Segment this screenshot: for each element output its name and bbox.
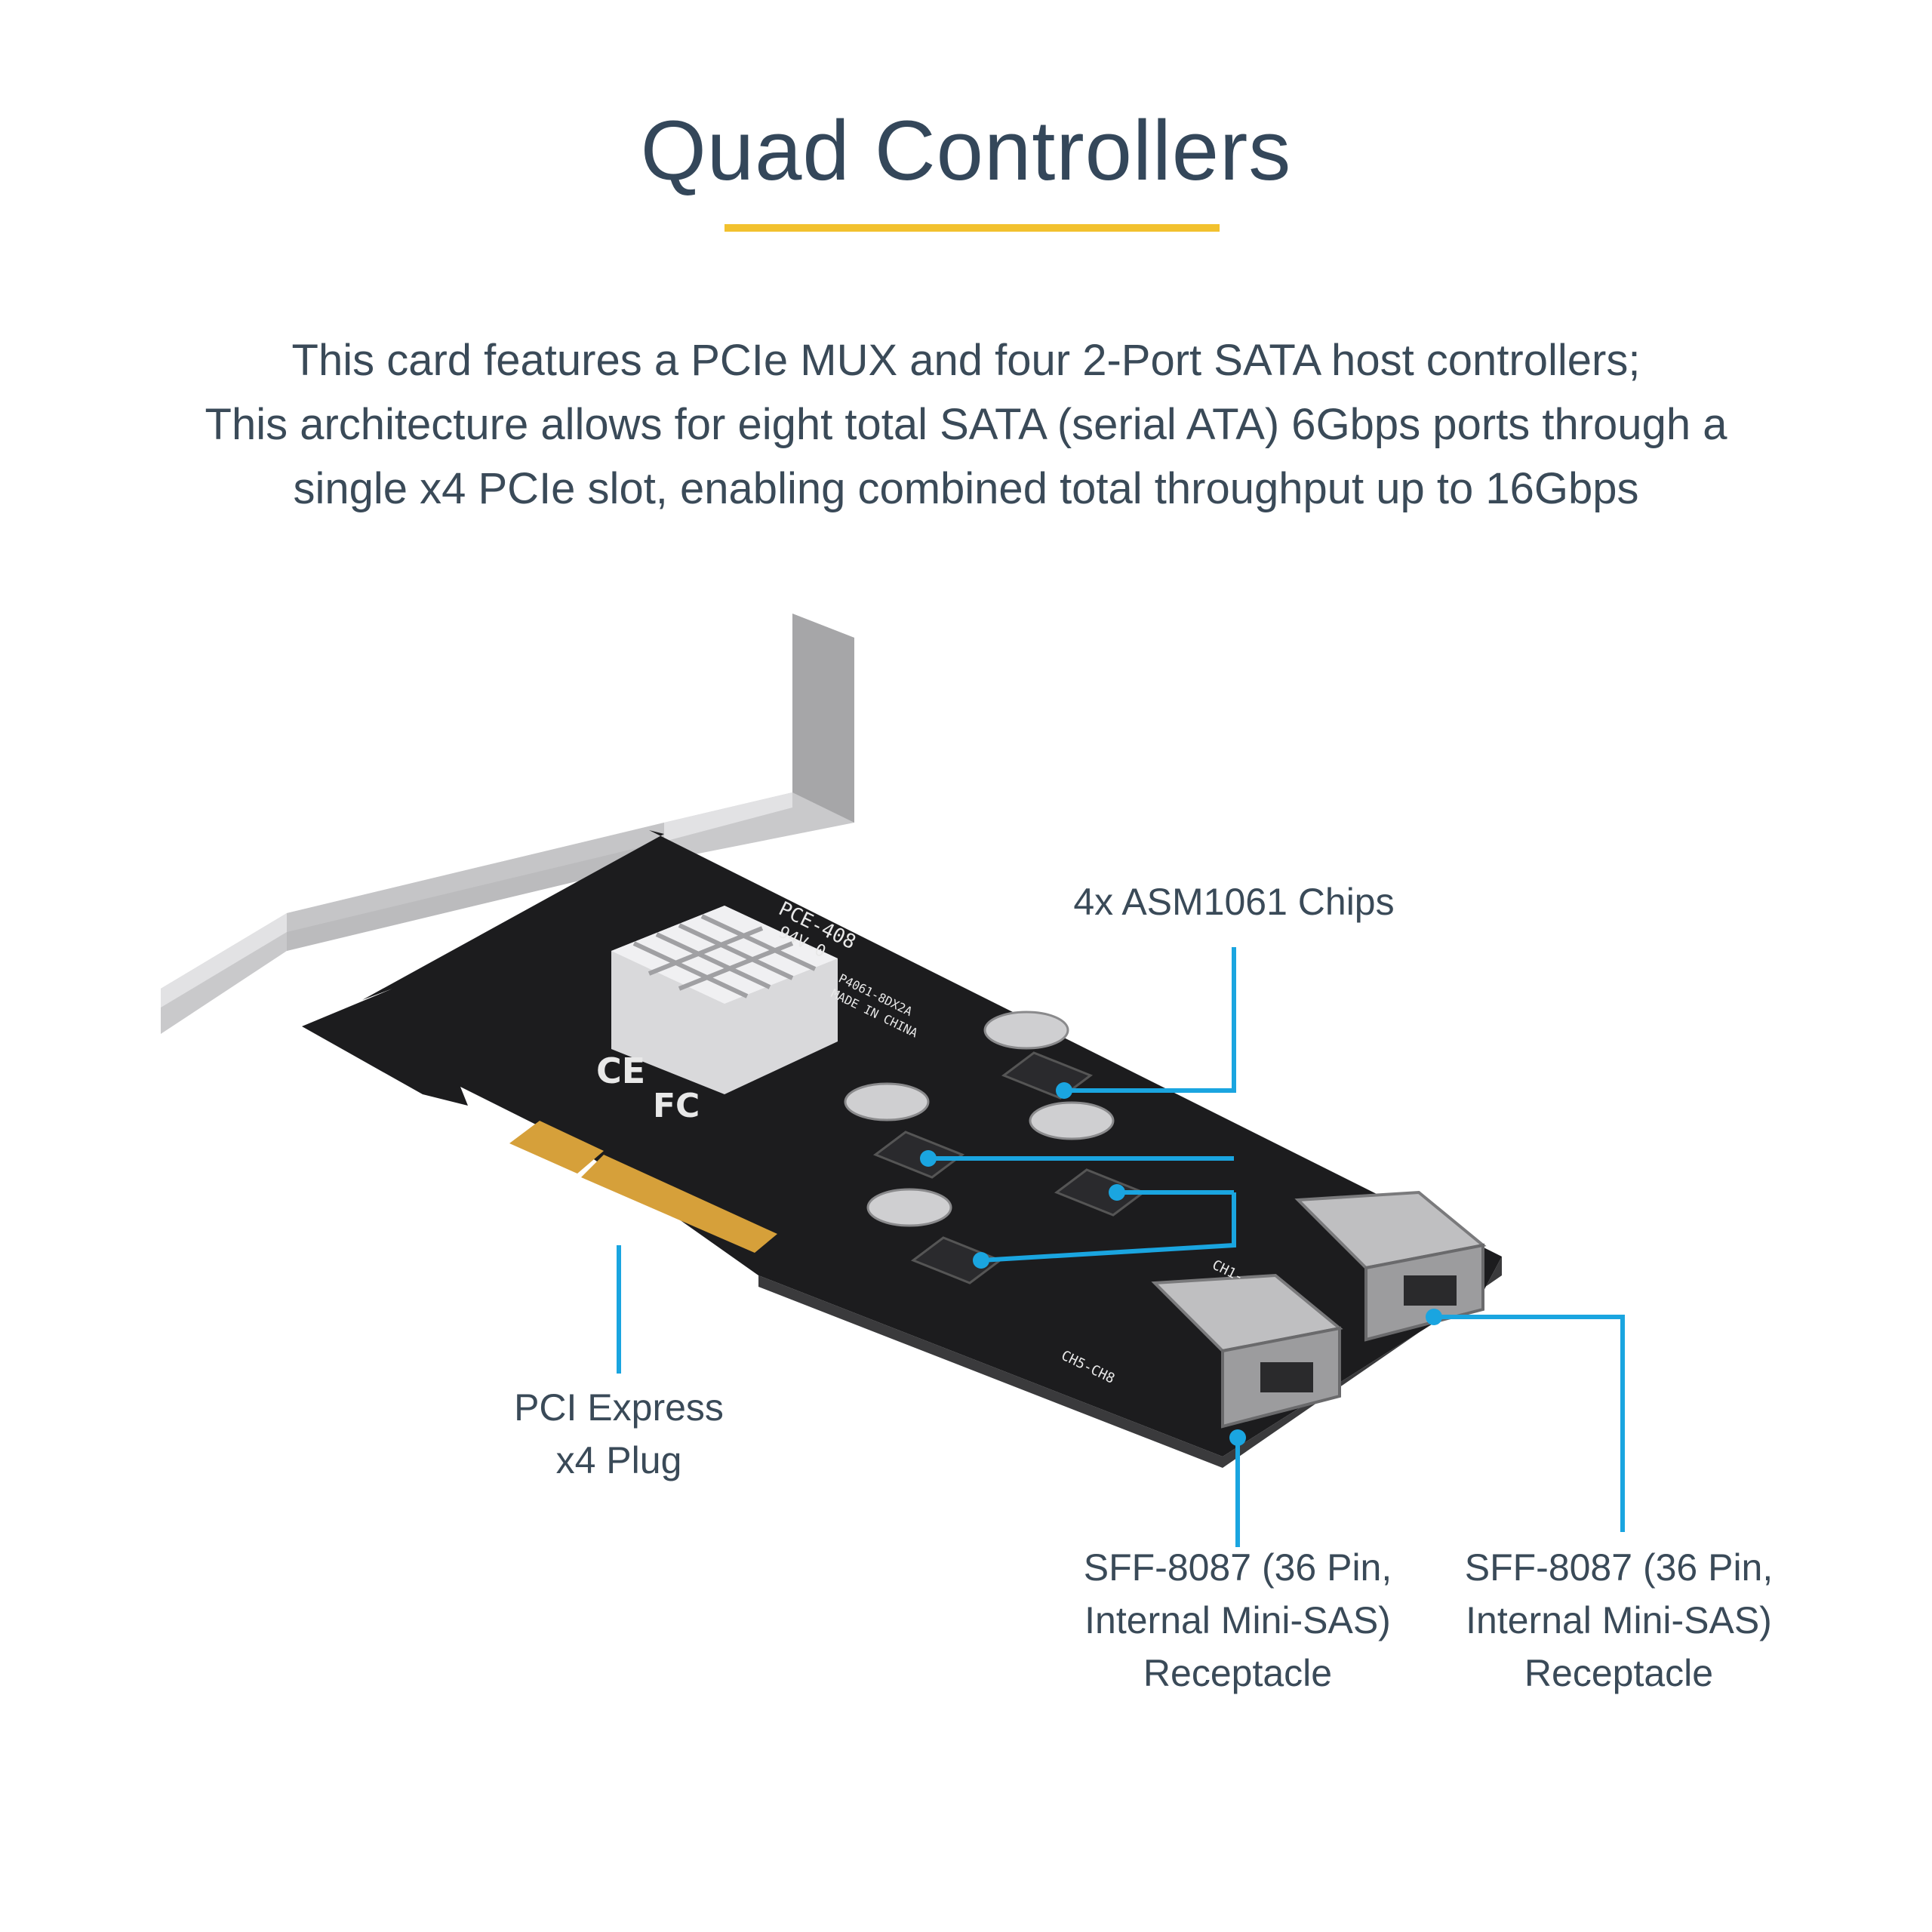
- callout-pcie: PCI Express x4 Plug: [491, 1381, 747, 1487]
- heatsink: [611, 906, 838, 1094]
- description-line-1: This card features a PCIe MUX and four 2…: [291, 336, 1641, 385]
- callout-sff-right-line-1: SFF-8087 (36 Pin,: [1464, 1546, 1774, 1589]
- callout-sff-right-line-3: Receptacle: [1524, 1652, 1714, 1694]
- leader-chips: [1064, 947, 1236, 1093]
- leader-sff-right: [1434, 1315, 1625, 1532]
- leader-chips-4: [980, 1192, 1236, 1263]
- leader-lines: [617, 947, 1625, 1547]
- callout-sff-left-line-2: Internal Mini-SAS): [1084, 1599, 1391, 1641]
- crystal-oscillators: [844, 1011, 1115, 1227]
- callout-sff-right: SFF-8087 (36 Pin, Internal Mini-SAS) Rec…: [1453, 1541, 1785, 1700]
- sff8087-connector-left: [1151, 1273, 1343, 1429]
- ce-mark: CE: [596, 1051, 645, 1091]
- fc-mark: FC: [653, 1087, 700, 1125]
- callout-sff-left-line-3: Receptacle: [1143, 1652, 1333, 1694]
- callout-pcie-line-2: x4 Plug: [555, 1439, 682, 1481]
- callout-chips: 4x ASM1061 Chips: [1072, 875, 1396, 928]
- description-line-2: This architecture allows for eight total…: [205, 400, 1727, 449]
- leader-dots: [920, 1082, 1442, 1446]
- callout-sff-right-line-2: Internal Mini-SAS): [1466, 1599, 1772, 1641]
- callout-pcie-line-1: PCI Express: [514, 1386, 724, 1429]
- gold-fingers: [509, 1121, 777, 1253]
- title-underline: [724, 224, 1220, 232]
- page-title: Quad Controllers: [640, 103, 1292, 198]
- callout-chips-label: 4x ASM1061 Chips: [1073, 881, 1395, 923]
- description-line-3: single x4 PCIe slot, enabling combined t…: [293, 464, 1639, 513]
- callout-sff-left: SFF-8087 (36 Pin, Internal Mini-SAS) Rec…: [1072, 1541, 1404, 1700]
- metal-bracket: [161, 614, 854, 1034]
- description: This card features a PCIe MUX and four 2…: [0, 328, 1932, 521]
- callout-sff-left-line-1: SFF-8087 (36 Pin,: [1083, 1546, 1392, 1589]
